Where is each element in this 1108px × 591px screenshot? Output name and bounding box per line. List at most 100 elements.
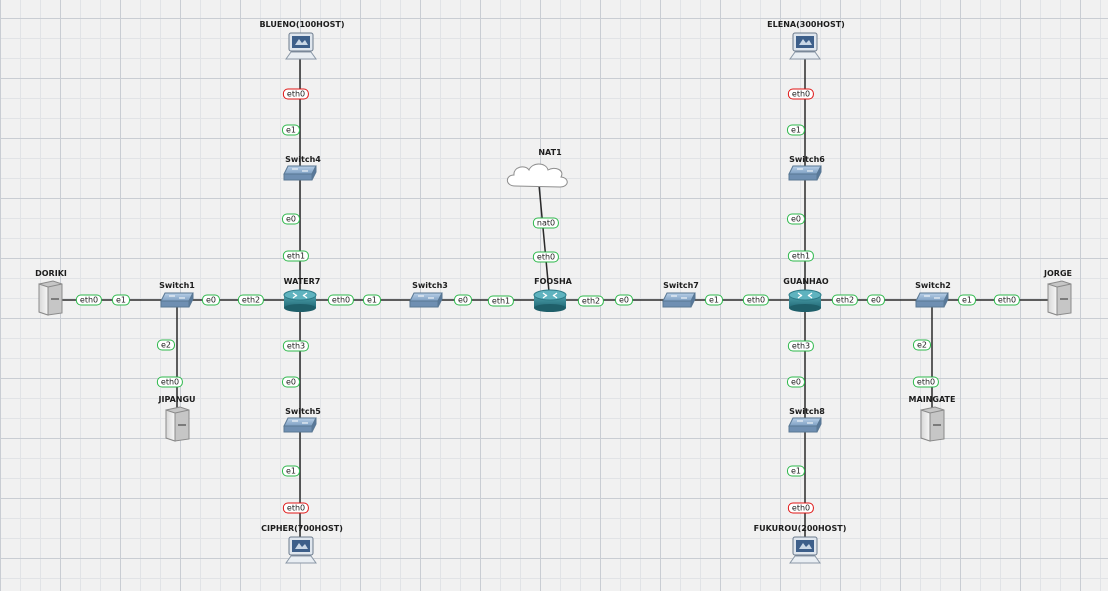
port-doriki-eth0[interactable]: eth0 bbox=[75, 294, 103, 306]
port-water7-eth2[interactable]: eth2 bbox=[237, 294, 265, 306]
label-elena: ELENA(300HOST) bbox=[767, 20, 845, 29]
node-jipangu[interactable] bbox=[162, 406, 192, 442]
vpcs-host-icon bbox=[285, 536, 317, 564]
label-switch1: Switch1 bbox=[159, 281, 195, 290]
router-icon bbox=[788, 289, 822, 312]
label-doriki: DORIKI bbox=[35, 269, 67, 278]
port-switch6-e1[interactable]: e1 bbox=[786, 124, 806, 136]
link-nat1-foosha[interactable] bbox=[538, 184, 550, 293]
node-switch1[interactable] bbox=[159, 291, 195, 309]
port-switch8-e0[interactable]: e0 bbox=[786, 376, 806, 388]
cloud-icon bbox=[506, 163, 568, 188]
port-switch1-e1[interactable]: e1 bbox=[111, 294, 131, 306]
label-switch5: Switch5 bbox=[285, 407, 321, 416]
port-jipangu-eth0[interactable]: eth0 bbox=[156, 376, 184, 388]
label-switch6: Switch6 bbox=[789, 155, 825, 164]
node-fukurou[interactable] bbox=[788, 536, 822, 566]
label-jorge: JORGE bbox=[1044, 269, 1072, 278]
port-switch8-e1[interactable]: e1 bbox=[786, 465, 806, 477]
label-nat1: NAT1 bbox=[538, 148, 562, 157]
port-foosha-eth2[interactable]: eth2 bbox=[577, 295, 605, 307]
node-switch3[interactable] bbox=[408, 291, 444, 309]
port-switch7-e0[interactable]: e0 bbox=[614, 294, 634, 306]
port-switch2-e1[interactable]: e1 bbox=[957, 294, 977, 306]
node-water7[interactable] bbox=[283, 287, 317, 313]
node-switch7[interactable] bbox=[661, 291, 697, 309]
vpcs-host-icon bbox=[789, 536, 821, 564]
switch-icon bbox=[788, 417, 822, 433]
switch-icon bbox=[409, 292, 443, 308]
switch-icon bbox=[283, 165, 317, 181]
label-guanhao: GUANHAO bbox=[783, 277, 829, 286]
port-water7-eth0[interactable]: eth0 bbox=[327, 294, 355, 306]
port-water7-eth1[interactable]: eth1 bbox=[282, 250, 310, 262]
node-elena[interactable] bbox=[788, 32, 822, 62]
port-jorge-eth0[interactable]: eth0 bbox=[993, 294, 1021, 306]
node-switch4[interactable] bbox=[282, 164, 318, 182]
node-guanhao[interactable] bbox=[788, 287, 822, 313]
port-maingate-eth0[interactable]: eth0 bbox=[912, 376, 940, 388]
server-icon bbox=[1047, 280, 1072, 316]
port-switch3-e0[interactable]: e0 bbox=[453, 294, 473, 306]
port-switch4-e0[interactable]: e0 bbox=[281, 213, 301, 225]
port-guanhao-eth3[interactable]: eth3 bbox=[787, 340, 815, 352]
port-switch7-e1[interactable]: e1 bbox=[704, 294, 724, 306]
switch-icon bbox=[915, 292, 949, 308]
switch-icon bbox=[662, 292, 696, 308]
node-switch5[interactable] bbox=[282, 416, 318, 434]
vpcs-host-icon bbox=[285, 32, 317, 60]
port-switch1-e2[interactable]: e2 bbox=[156, 339, 176, 351]
node-switch2[interactable] bbox=[914, 291, 950, 309]
server-icon bbox=[38, 280, 63, 316]
node-doriki[interactable] bbox=[35, 280, 65, 316]
node-foosha[interactable] bbox=[533, 287, 567, 313]
port-switch1-e0[interactable]: e0 bbox=[201, 294, 221, 306]
port-switch5-e0[interactable]: e0 bbox=[281, 376, 301, 388]
port-elena-eth0[interactable]: eth0 bbox=[787, 88, 815, 100]
port-guanhao-eth2[interactable]: eth2 bbox=[831, 294, 859, 306]
server-icon bbox=[920, 406, 945, 442]
server-icon bbox=[165, 406, 190, 442]
label-switch7: Switch7 bbox=[663, 281, 699, 290]
port-switch5-e1[interactable]: e1 bbox=[281, 465, 301, 477]
label-blueno: BLUENO(100HOST) bbox=[259, 20, 345, 29]
switch-icon bbox=[160, 292, 194, 308]
node-blueno[interactable] bbox=[284, 32, 318, 62]
label-switch3: Switch3 bbox=[412, 281, 448, 290]
port-nat1-nat0[interactable]: nat0 bbox=[532, 217, 560, 229]
label-switch8: Switch8 bbox=[789, 407, 825, 416]
node-cipher[interactable] bbox=[284, 536, 318, 566]
port-foosha-eth0[interactable]: eth0 bbox=[532, 251, 560, 263]
label-water7: WATER7 bbox=[283, 277, 321, 286]
label-switch4: Switch4 bbox=[285, 155, 321, 164]
port-guanhao-eth1[interactable]: eth1 bbox=[787, 250, 815, 262]
port-blueno-eth0[interactable]: eth0 bbox=[282, 88, 310, 100]
links bbox=[60, 58, 1050, 545]
router-icon bbox=[283, 289, 317, 312]
vpcs-host-icon bbox=[789, 32, 821, 60]
label-cipher: CIPHER(700HOST) bbox=[261, 524, 343, 533]
port-cipher-eth0[interactable]: eth0 bbox=[282, 502, 310, 514]
label-foosha: FOOSHA bbox=[534, 277, 572, 286]
node-switch6[interactable] bbox=[787, 164, 823, 182]
port-switch2-e0[interactable]: e0 bbox=[866, 294, 886, 306]
port-switch6-e0[interactable]: e0 bbox=[786, 213, 806, 225]
port-foosha-eth1[interactable]: eth1 bbox=[487, 295, 515, 307]
node-switch8[interactable] bbox=[787, 416, 823, 434]
switch-icon bbox=[788, 165, 822, 181]
port-guanhao-eth0[interactable]: eth0 bbox=[742, 294, 770, 306]
node-jorge[interactable] bbox=[1044, 280, 1074, 316]
label-fukurou: FUKUROU(200HOST) bbox=[753, 524, 847, 533]
node-maingate[interactable] bbox=[917, 406, 947, 442]
node-nat1[interactable] bbox=[503, 158, 573, 190]
port-switch4-e1[interactable]: e1 bbox=[281, 124, 301, 136]
router-icon bbox=[533, 289, 567, 312]
port-water7-eth3[interactable]: eth3 bbox=[282, 340, 310, 352]
switch-icon bbox=[283, 417, 317, 433]
port-switch2-e2[interactable]: e2 bbox=[912, 339, 932, 351]
label-maingate: MAINGATE bbox=[908, 395, 956, 404]
label-jipangu: JIPANGU bbox=[158, 395, 196, 404]
port-fukurou-eth0[interactable]: eth0 bbox=[787, 502, 815, 514]
port-switch3-e1[interactable]: e1 bbox=[362, 294, 382, 306]
